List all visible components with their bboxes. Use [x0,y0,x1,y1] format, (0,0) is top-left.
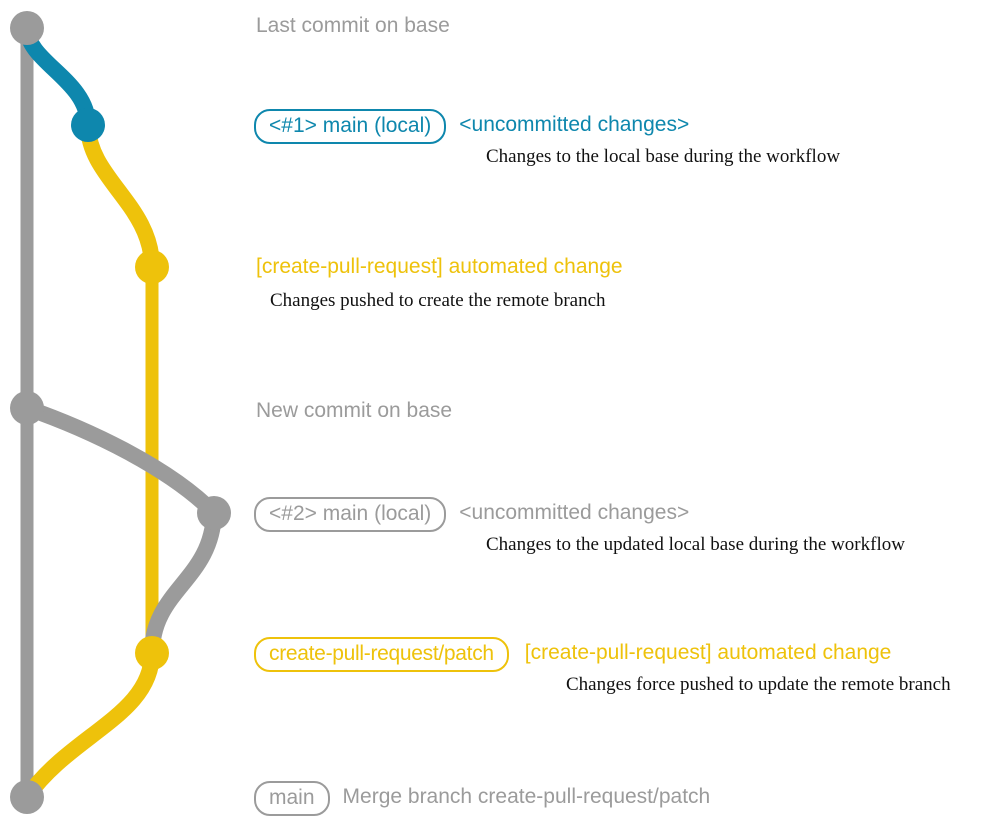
commit-row-merge-commit: main Merge branch create-pull-request/pa… [254,781,710,816]
ref-badge-main-local-1[interactable]: <#1> main (local) [254,109,447,144]
commit-node-new-commit-on-base[interactable] [10,391,44,425]
commit-node-local-uncommitted-2[interactable] [197,496,231,530]
commit-row-local-uncommitted-1: <#1> main (local) <uncommitted changes> [254,109,689,144]
commit-node-local-uncommitted-1[interactable] [71,108,105,142]
commit-subject-automated-change-2: [create-pull-request] automated change [524,641,892,664]
edge-base-to-local-2 [19,400,222,521]
edge-local-2-to-patch-2 [144,505,222,661]
commit-row-local-uncommitted-2: <#2> main (local) <uncommitted changes> [254,497,689,532]
commit-subject-last-commit-on-base: Last commit on base [256,14,450,37]
commit-note-automated-change-1: Changes pushed to create the remote bran… [270,290,606,311]
edge-local-1-to-patch-1 [80,117,160,275]
ref-badge-main-local-2[interactable]: <#2> main (local) [254,497,447,532]
commit-subject-automated-change-1: [create-pull-request] automated change [256,255,623,278]
ref-badge-main[interactable]: main [254,781,330,816]
edge-patch-2-to-merge [19,645,160,805]
commit-node-automated-change-2[interactable] [135,636,169,670]
commit-subject-local-uncommitted-2: <uncommitted changes> [459,501,690,524]
commit-note-local-uncommitted-2: Changes to the updated local base during… [486,534,905,555]
commit-node-automated-change-1[interactable] [135,250,169,284]
commit-row-automated-change-2: create-pull-request/patch [create-pull-r… [254,637,891,672]
commit-subject-merge-commit: Merge branch create-pull-request/patch [342,785,711,808]
commit-node-merge-commit[interactable] [10,780,44,814]
edge-base-to-local-1 [19,20,96,133]
ref-badge-create-pull-request-patch[interactable]: create-pull-request/patch [254,637,509,672]
commit-node-last-commit-on-base[interactable] [10,11,44,45]
commit-subject-new-commit-on-base: New commit on base [256,399,453,422]
commit-note-local-uncommitted-1: Changes to the local base during the wor… [486,146,841,167]
commit-subject-local-uncommitted-1: <uncommitted changes> [459,113,690,136]
commit-note-automated-change-2: Changes force pushed to update the remot… [566,674,951,695]
